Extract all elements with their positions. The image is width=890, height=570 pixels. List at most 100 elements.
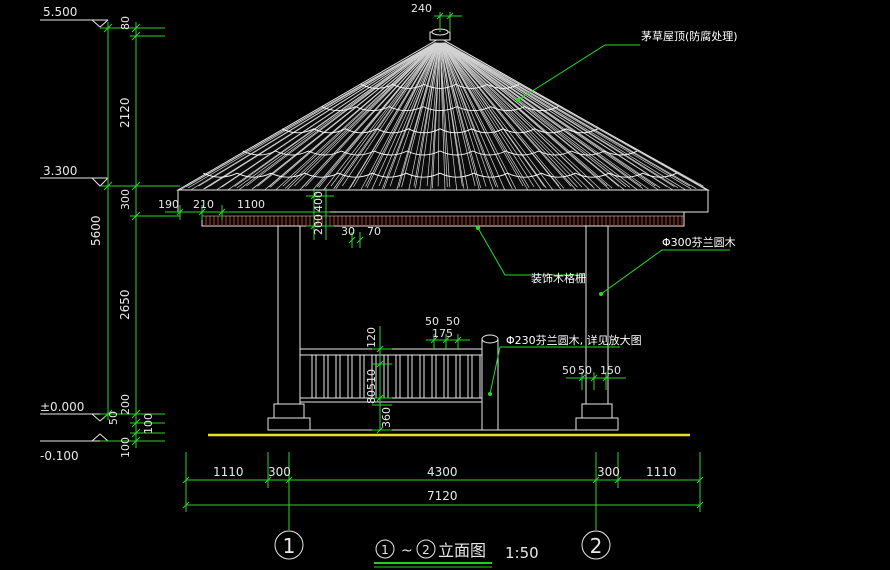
thatch-strand xyxy=(419,42,440,190)
thatch-strand xyxy=(415,42,440,189)
callout-dots xyxy=(476,98,603,396)
thatch-strand xyxy=(440,42,505,190)
railing-baluster xyxy=(347,354,353,399)
title-separator: ~ xyxy=(401,543,413,559)
thatch-strand xyxy=(442,42,601,190)
dim-eave-1100: 1100 xyxy=(237,198,265,211)
thatch-tier xyxy=(360,83,520,89)
thatch-strand xyxy=(443,42,631,188)
thatch-strand xyxy=(188,42,436,189)
thatch-strand xyxy=(378,42,440,187)
thatch-strand xyxy=(440,42,487,187)
thatch-strand xyxy=(444,42,679,189)
thatch-strand xyxy=(275,42,437,191)
railing xyxy=(299,334,586,431)
thatch-strand xyxy=(444,42,659,190)
thatch-strand xyxy=(285,42,438,189)
dim-bench-120: 120 xyxy=(365,327,378,348)
thatch-strand xyxy=(398,42,440,188)
thatch-strand xyxy=(437,42,441,187)
elevation-ground-label: ±0.000 xyxy=(40,400,84,414)
thatch-strand xyxy=(305,42,438,187)
thatch-strand xyxy=(444,42,686,190)
thatch-strand xyxy=(330,42,439,187)
columns xyxy=(267,225,619,431)
thatch-strand xyxy=(443,42,638,191)
thatch-strand xyxy=(442,42,577,191)
callout-lattice: 装饰木格栅 xyxy=(531,271,586,285)
thatch-strand xyxy=(443,42,610,190)
thatch-strand xyxy=(444,42,692,190)
thatch-strand xyxy=(445,42,707,191)
drawing-title xyxy=(374,539,492,568)
railing-baluster xyxy=(359,354,365,399)
thatch-strand xyxy=(439,42,451,188)
thatch-strand xyxy=(234,42,437,187)
thatch-strand xyxy=(444,42,661,189)
thatch-strand xyxy=(401,42,440,188)
axis-bubbles xyxy=(274,530,611,560)
railing-baluster xyxy=(419,354,425,399)
bench-dimension-lines xyxy=(372,326,470,434)
thatch-strand xyxy=(441,42,530,188)
thatch-strand xyxy=(366,42,439,189)
thatch-strand xyxy=(441,42,524,187)
top-dimension xyxy=(434,12,462,32)
eave-dimension-lines xyxy=(165,188,364,248)
thatch-strand xyxy=(353,42,439,187)
dim-top-240: 240 xyxy=(411,2,432,15)
thatch-strand xyxy=(350,42,439,188)
dim-eave-190: 190 xyxy=(158,198,179,211)
callout-leaders xyxy=(477,44,730,395)
thatch-strand xyxy=(342,42,439,187)
railing-baluster xyxy=(455,354,461,399)
thatch-strand xyxy=(441,42,513,190)
thatch-strand xyxy=(439,42,448,188)
thatch-strand xyxy=(440,42,469,190)
dim-seg-2120: 2120 xyxy=(118,97,132,128)
thatch-strand xyxy=(198,42,436,187)
thatch-strand xyxy=(389,42,440,187)
thatch-strand xyxy=(442,42,578,188)
thatch-strand xyxy=(439,42,446,190)
thatch-strand xyxy=(443,42,644,189)
elevation-top-label: 5.500 xyxy=(43,5,77,19)
railing-baluster xyxy=(443,354,449,399)
elevation-markers xyxy=(40,19,109,442)
dim-seg-100a: 100 xyxy=(142,413,155,434)
thatch-strand xyxy=(440,42,482,188)
thatch-strand xyxy=(294,42,438,187)
title-axis-to: 2 xyxy=(422,543,430,557)
thatch-strand xyxy=(221,42,436,188)
thatch-strand xyxy=(257,42,437,187)
railing-baluster xyxy=(395,354,401,399)
thatch-strand xyxy=(443,42,649,190)
thatch-strand xyxy=(318,42,438,188)
thatch-strand xyxy=(444,42,697,189)
dim-eave-200: 200 xyxy=(312,214,325,235)
dim-bench-360: 360 xyxy=(380,407,393,428)
thatch-strand xyxy=(236,42,437,189)
thatch-strand xyxy=(440,42,476,187)
thatch-strand xyxy=(442,42,583,188)
dim-bench-50a: 50 xyxy=(425,315,439,328)
thatch-strand xyxy=(440,42,499,188)
left-dimension-lines xyxy=(100,22,180,448)
dim-bottom-1110-left: 1110 xyxy=(213,465,244,479)
thatch-strand xyxy=(441,42,535,188)
railing-baluster xyxy=(467,354,473,399)
dim-bench-50b: 50 xyxy=(446,315,460,328)
dim-bottom-300-left: 300 xyxy=(268,465,291,479)
thatch-strand xyxy=(323,42,438,190)
railing-baluster xyxy=(323,354,329,399)
dim-seg-80: 80 xyxy=(119,16,132,30)
dim-col-150: 150 xyxy=(600,364,621,377)
thatch-strand xyxy=(440,42,465,189)
title-axis-from: 1 xyxy=(381,543,389,557)
dim-bottom-total: 7120 xyxy=(427,489,458,503)
railing-baluster xyxy=(407,354,413,399)
thatch-strand xyxy=(441,42,542,191)
thatch-strand xyxy=(442,42,565,189)
thatch-strand xyxy=(335,42,439,190)
